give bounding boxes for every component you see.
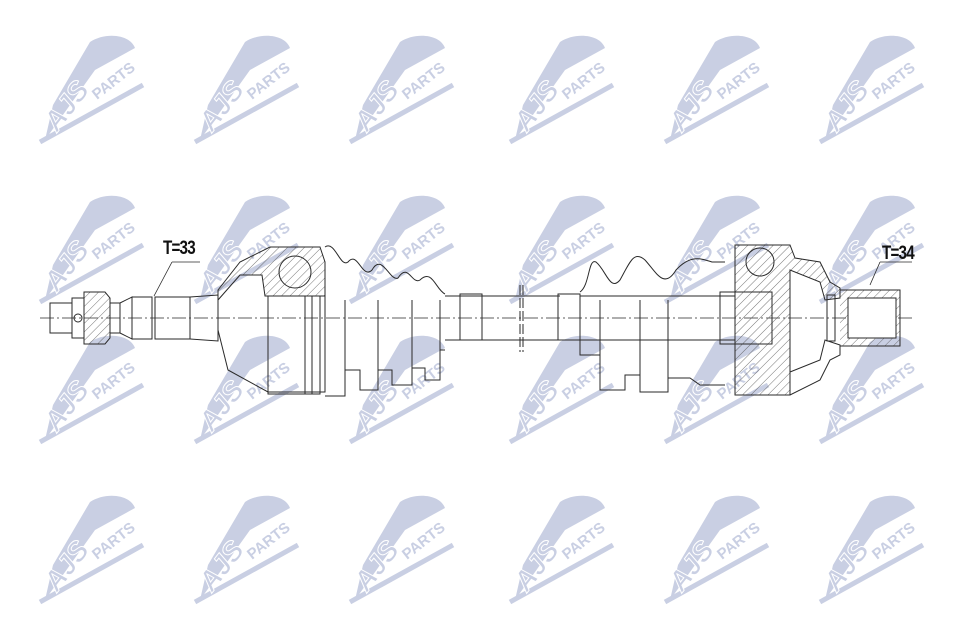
main-shaft [445,285,581,352]
left-joint-label: T=33 [163,238,196,259]
right-cv-joint [719,244,912,396]
left-boot [324,245,446,397]
left-cv-joint [217,246,326,395]
right-joint-label: T=34 [882,243,915,264]
right-boot [579,255,735,393]
left-stub-shaft [49,261,219,345]
